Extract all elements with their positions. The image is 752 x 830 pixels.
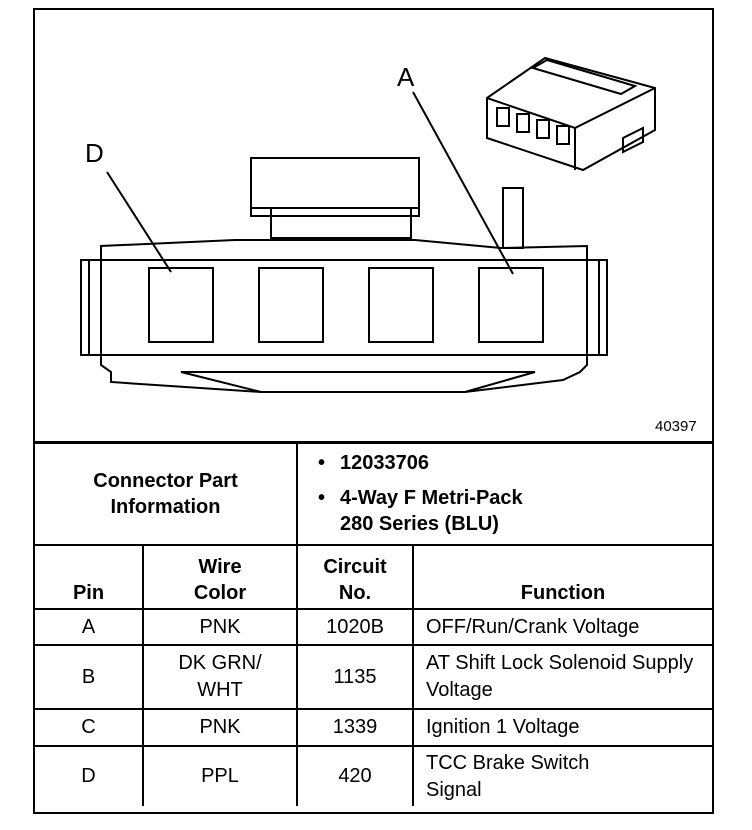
callout-d: D <box>85 138 104 168</box>
leader-d <box>106 171 172 273</box>
figure-number: 40397 <box>655 418 697 435</box>
cavity-a <box>478 267 544 343</box>
table-row: B DK GRN/ WHT 1135 AT Shift Lock Solenoi… <box>35 644 712 710</box>
pin-cell: B <box>35 644 144 710</box>
pin-table-header: Pin Wire Color Circuit No. Function <box>35 544 712 610</box>
connector-drawing: A D 40397 <box>35 10 712 441</box>
leader-a <box>412 91 514 275</box>
function-cell: OFF/Run/Crank Voltage <box>412 608 712 646</box>
connector-illustration: A D <box>80 56 656 393</box>
connector-latch <box>250 157 420 217</box>
wire-color-cell: PPL <box>142 745 298 806</box>
function-cell: TCC Brake Switch Signal <box>412 745 712 806</box>
connector-description-line1: 4-Way F Metri-Pack <box>340 487 523 509</box>
table-row: D PPL 420 TCC Brake Switch Signal <box>35 745 712 806</box>
connector-post <box>502 187 524 249</box>
circuit-cell: 1135 <box>296 644 414 710</box>
wire-color-cell: DK GRN/ WHT <box>142 644 298 710</box>
connector-part-info-header: Connector Part Information <box>35 441 298 546</box>
header-circuit-no: Circuit No. <box>296 544 414 610</box>
function-cell: Ignition 1 Voltage <box>412 708 712 747</box>
pin-cell: C <box>35 708 144 747</box>
cavity-c <box>258 267 324 343</box>
table-row: A PNK 1020B OFF/Run/Crank Voltage <box>35 608 712 646</box>
pin-cell: D <box>35 745 144 806</box>
wire-color-cell: PNK <box>142 708 298 747</box>
header-pin: Pin <box>35 544 144 610</box>
pin-cell: A <box>35 608 144 646</box>
circuit-cell: 420 <box>296 745 414 806</box>
part-number: 12033706 <box>340 452 429 474</box>
cavity-d <box>148 267 214 343</box>
table-row: C PNK 1339 Ignition 1 Voltage <box>35 708 712 747</box>
connector-iso-view <box>486 56 656 172</box>
part-number-item: • 12033706 <box>318 452 429 474</box>
circuit-cell: 1020B <box>296 608 414 646</box>
header-wire-color: Wire Color <box>142 544 298 610</box>
connector-part-details: • 12033706 • 4-Way F Metri-Pack 280 Seri… <box>296 441 712 546</box>
callout-a: A <box>397 62 415 92</box>
header-function: Function <box>412 544 712 610</box>
circuit-cell: 1339 <box>296 708 414 747</box>
pin-table: Pin Wire Color Circuit No. Function A PN… <box>35 544 712 806</box>
function-cell: AT Shift Lock Solenoid Supply Voltage <box>412 644 712 710</box>
connector-description-item: • 4-Way F Metri-Pack 280 Series (BLU) <box>318 487 523 535</box>
connector-sheet: A D 40397 Connector Part Information • 1… <box>33 8 714 814</box>
connector-body <box>100 239 588 393</box>
connector-info-table: Connector Part Information • 12033706 • … <box>35 441 712 546</box>
wire-color-cell: PNK <box>142 608 298 646</box>
connector-description-line2: 280 Series (BLU) <box>340 513 499 535</box>
cavity-b <box>368 267 434 343</box>
